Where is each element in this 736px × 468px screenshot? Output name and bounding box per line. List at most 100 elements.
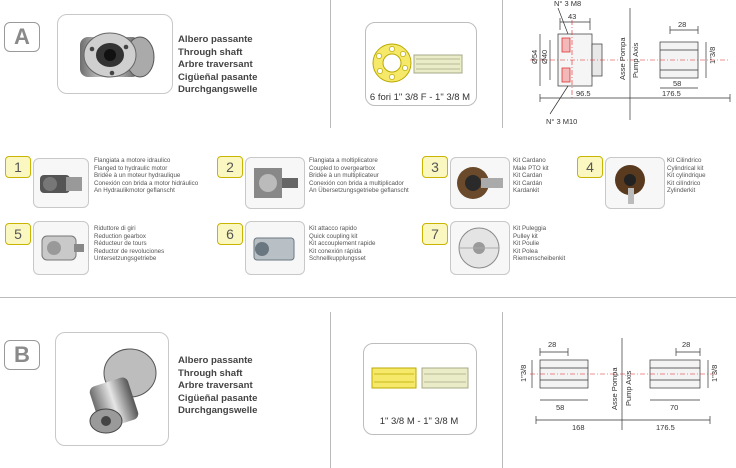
kit-7-line-de: Riemenscheibenkit: [513, 255, 566, 263]
kit-7-line-it: Kit Puleggia: [513, 225, 547, 232]
kit-4-line-en: Cylindrical kit: [667, 164, 704, 172]
dim-58: 58: [556, 403, 564, 412]
section-b-product-photo: [55, 332, 169, 446]
kit-6-line-fr: Kit accouplement rapide: [309, 240, 376, 248]
section-a-shaft-diagram: [365, 22, 477, 106]
kit-5-line-it: Riduttore di giri: [94, 225, 136, 232]
kit-5-line-es: Reductor de revoluciones: [94, 247, 165, 255]
dim-176-5: 176.5: [662, 89, 681, 98]
kit-6-text: Kit attacco rapido Quick coupling kit Ki…: [309, 225, 375, 263]
name-es: Cigüeñal pasante: [178, 71, 258, 83]
kit-3-badge: 3: [422, 156, 448, 178]
kit-1-line-fr: Bridée à un moteur hydraulique: [94, 172, 181, 180]
kit-2-line-es: Conexión con brida a multiplicador: [309, 179, 404, 187]
section-b-technical-drawing: 28 28 1"3/8 1"3/8 58 70 168 176.5 Asse P…: [519, 338, 719, 432]
name-en: Through shaft: [178, 367, 243, 379]
kit-6-image: [245, 221, 305, 275]
name-en: Through shaft: [178, 46, 243, 58]
kit-5-line-de: Untersetzungsgetriebe: [94, 255, 157, 263]
section-a-shaft-caption: 6 fori 1" 3/8 F - 1" 3/8 M: [369, 92, 471, 103]
label-pump-axis: Pump Axis: [631, 42, 640, 78]
name-fr: Arbre traversant: [178, 380, 253, 391]
dim-1-3-8-right: 1"3/8: [710, 365, 719, 382]
kit-5-image: [33, 221, 89, 275]
section-a-technical-drawing: N° 3 M8 43 28 Ø54 Ø40 1"3/8 58 96.5 176.…: [530, 0, 731, 126]
label-pump-axis: Pump Axis: [624, 370, 633, 406]
kit-7-line-es: Kit Polea: [513, 247, 538, 255]
dim-28-right: 28: [682, 340, 690, 349]
name-de: Durchgangswelle: [178, 405, 258, 416]
kit-1-line-en: Flanged to hydraulic motor: [94, 164, 168, 172]
kit-1-image: [33, 158, 89, 208]
kit-4-text: Kit Cilindrico Cylindrical kit Kit cylin…: [667, 157, 706, 195]
section-b-shaft-caption: 1" 3/8 M - 1" 3/8 M: [379, 416, 459, 427]
kit-7-image: [450, 221, 510, 275]
kit-6-badge: 6: [217, 223, 243, 245]
kit-2-text: Flangiata a moltiplicatore Coupled to ov…: [309, 157, 409, 195]
kit-6-line-de: Schnellkupplungsset: [309, 255, 366, 263]
label-asse-pompa: Asse Pompa: [618, 37, 627, 80]
dim-96-5: 96.5: [576, 89, 591, 98]
kit-7-line-en: Pulley kit: [513, 232, 538, 240]
kit-3-line-es: Kit Cardán: [513, 179, 543, 187]
section-a-letter: A: [4, 22, 40, 52]
divider-b-right: [502, 312, 503, 468]
kit-5-line-fr: Réducteur de tours: [94, 240, 147, 248]
name-es: Cigüeñal pasante: [178, 392, 258, 404]
kit-3-text: Kit Cardano Male PTO kit Kit Cardan Kit …: [513, 157, 549, 195]
divider-a-left: [330, 0, 331, 128]
dim-28-left: 28: [548, 340, 556, 349]
dim-43: 43: [568, 12, 576, 21]
kit-6-line-it: Kit attacco rapido: [309, 225, 357, 232]
dim-58: 58: [673, 79, 681, 88]
kit-1-text: Flangiata a motore idraulico Flanged to …: [94, 157, 198, 195]
kit-4-line-fr: Kit cylindrique: [667, 172, 706, 180]
dim-1-3-8-left: 1"3/8: [519, 365, 528, 382]
double-shaft-drawing: [371, 367, 469, 389]
kit-5-line-en: Reduction gearbox: [94, 232, 146, 240]
name-it: Albero passante: [178, 355, 253, 366]
section-a-names: Albero passante Through shaft Arbre trav…: [178, 34, 257, 97]
kit-4-image: [605, 157, 665, 209]
divider-b-left: [330, 312, 331, 468]
divider-a-right: [502, 0, 503, 128]
section-a-product-photo: [57, 14, 173, 94]
dim-1-3-8: 1"3/8: [708, 47, 717, 64]
name-it: Albero passante: [178, 34, 253, 45]
kit-3-line-fr: Kit Cardan: [513, 172, 543, 180]
dim-28: 28: [678, 20, 686, 29]
section-divider: [0, 297, 736, 298]
kit-6-line-en: Quick coupling kit: [309, 232, 358, 240]
kit-2-line-it: Flangiata a moltiplicatore: [309, 157, 378, 164]
kit-7-line-fr: Kit Poulie: [513, 240, 540, 248]
kit-4-badge: 4: [577, 156, 603, 178]
name-fr: Arbre traversant: [178, 59, 253, 70]
kit-5-badge: 5: [5, 223, 31, 245]
label-asse-pompa: Asse Pompa: [610, 367, 619, 410]
dim-40: Ø40: [540, 50, 549, 64]
kit-2-line-fr: Bridée à un multiplicateur: [309, 172, 379, 180]
kit-4-line-it: Kit Cilindrico: [667, 157, 702, 164]
kit-2-badge: 2: [217, 156, 243, 178]
section-b-shaft-diagram: [363, 343, 477, 435]
kit-4-line-de: Zylinderkit: [667, 187, 696, 195]
kit-7-text: Kit Puleggia Pulley kit Kit Poulie Kit P…: [513, 225, 565, 263]
kit-3-line-it: Kit Cardano: [513, 157, 546, 164]
kit-2-line-de: An Übersetzungsgetriebe geflanscht: [309, 187, 409, 195]
section-b-letter: B: [4, 340, 40, 370]
through-shaft-b-image: [89, 348, 157, 434]
kit-1-badge: 1: [5, 156, 31, 178]
kit-3-line-en: Male PTO kit: [513, 164, 549, 172]
kit-6-line-es: Kit conexión rápida: [309, 247, 362, 255]
dim-176-5: 176.5: [656, 423, 675, 432]
kit-2-line-en: Coupled to overgearbox: [309, 164, 376, 172]
kit-1-line-es: Conexión con brida a motor hidráulico: [94, 179, 199, 187]
kit-5-text: Riduttore di giri Reduction gearbox Rédu…: [94, 225, 164, 263]
kit-2-image: [245, 157, 305, 209]
kit-1-line-de: An Hydraulikmotor geflanscht: [94, 187, 175, 195]
dim-168: 168: [572, 423, 585, 432]
through-shaft-a-image: [80, 32, 155, 78]
label-n3-m10: N° 3 M10: [546, 117, 577, 126]
name-de: Durchgangswelle: [178, 84, 258, 95]
kit-3-image: [450, 157, 510, 209]
